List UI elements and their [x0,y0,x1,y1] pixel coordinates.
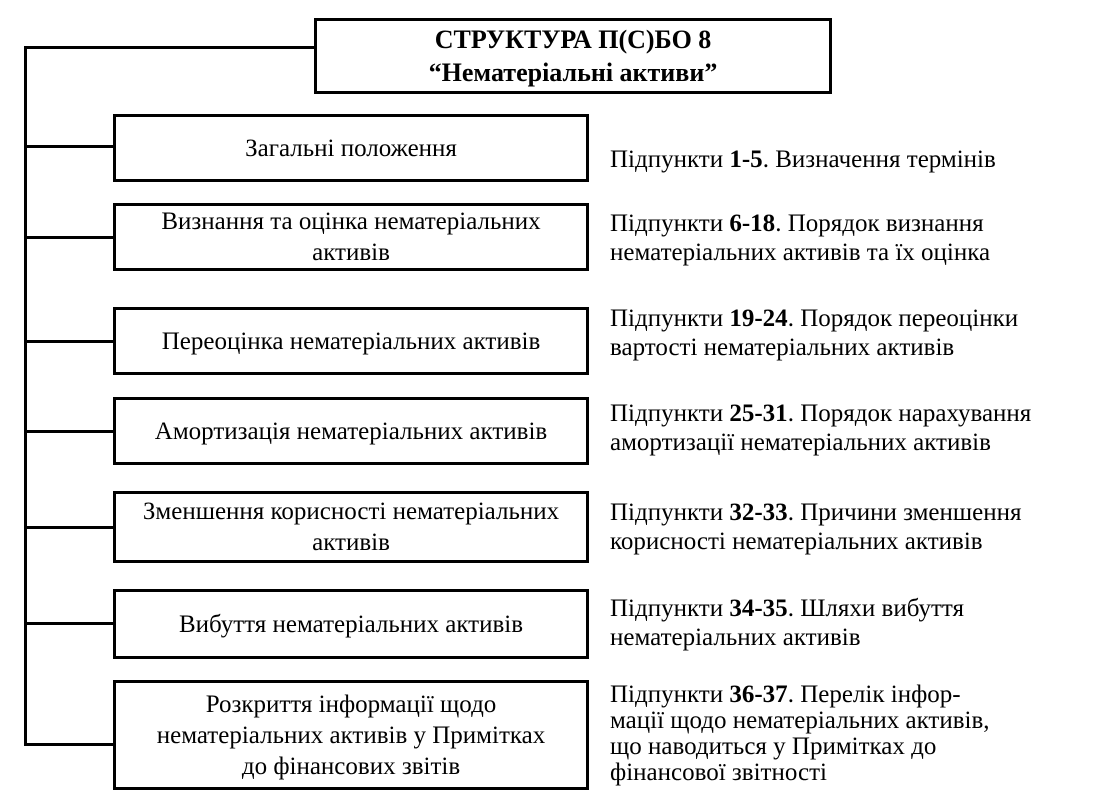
desc-rest: . Порядок переоцінки [787,305,1019,332]
box-line: Амортизація нематеріальних активів [154,417,548,445]
connector-5 [24,526,114,529]
desc-range: 1-5 [729,146,763,173]
description-amortization: Підпункти 25-31. Порядок нарахування амо… [610,399,1031,457]
description-recognition: Підпункти 6-18. Порядок визнання нематер… [610,209,990,267]
desc-line: корисності нематеріальних активів [610,528,983,555]
section-box-general: Загальні положення [113,114,589,182]
connector-1 [24,145,114,148]
section-box-recognition: Визнання та оцінка нематеріальних активі… [113,203,589,271]
desc-line: мації щодо нематеріальних активів, [610,707,990,734]
connector-2 [24,236,114,239]
desc-first-line: Підпункти 32-33. Причини зменшення [610,498,1022,527]
desc-range: 6-18 [729,210,776,237]
box-line: Переоцінка нематеріальних активів [161,327,541,355]
box-line: Розкриття інформації щодо [205,690,497,718]
description-impairment: Підпункти 32-33. Причини зменшення корис… [610,498,1022,556]
desc-rest: . Шляхи вибуття [787,595,964,622]
desc-line: що наводиться у Примітках до [610,733,937,760]
desc-first-line: Підпункти 19-24. Порядок переоцінки [610,304,1018,333]
desc-line: нематеріальних активів та їх оцінка [610,239,991,266]
desc-range: 32-33 [729,499,788,526]
title-connector [24,46,316,49]
title-box: СТРУКТУРА П(С)БО 8 “Нематеріальні активи… [314,18,832,94]
desc-prefix: Підпункти [610,681,730,708]
box-line: Визнання та оцінка нематеріальних [161,208,541,235]
desc-line: нематеріальних активів [610,624,861,651]
title-line-1: СТРУКТУРА П(С)БО 8 [434,25,712,54]
desc-line: вартості нематеріальних активів [610,334,955,361]
desc-range: 36-37 [729,681,788,708]
desc-rest: . Причини зменшення [787,499,1022,526]
desc-first-line: Підпункти 25-31. Порядок нарахування [610,399,1031,428]
box-line: Загальні положення [245,134,457,162]
desc-range: 25-31 [729,400,788,427]
title-line-2: “Нематеріальні активи” [428,58,718,87]
description-disposal: Підпункти 34-35. Шляхи вибуття нематеріа… [610,594,964,652]
desc-first-line: Підпункти 34-35. Шляхи вибуття [610,594,964,623]
desc-prefix: Підпункти [610,210,730,237]
desc-rest: . Порядок нарахування [787,400,1032,427]
desc-first-line: Підпункти 1-5. Визначення термінів [610,145,996,174]
desc-prefix: Підпункти [610,595,730,622]
desc-prefix: Підпункти [610,305,730,332]
desc-line: фінансової звітності [610,759,827,786]
section-box-impairment: Зменшення корисності нематеріальних акти… [113,491,589,563]
trunk-line [24,46,27,746]
connector-4 [24,430,114,433]
desc-rest: . Перелік інфор- [787,681,961,708]
section-box-amortization: Амортизація нематеріальних активів [113,397,589,465]
box-line: активів [312,239,390,266]
connector-6 [24,622,114,625]
box-line: Зменшення корисності нематеріальних [142,498,560,525]
box-line: нематеріальних активів у Примітках [156,721,546,749]
desc-prefix: Підпункти [610,499,730,526]
section-box-revaluation: Переоцінка нематеріальних активів [113,307,589,375]
desc-rest: . Визначення термінів [762,146,996,173]
desc-range: 34-35 [729,595,788,622]
desc-first-line: Підпункти 36-37. Перелік інфор- [610,682,990,708]
box-line: активів [312,529,390,556]
description-general: Підпункти 1-5. Визначення термінів [610,145,996,174]
desc-first-line: Підпункти 6-18. Порядок визнання [610,209,990,238]
section-box-disclosure: Розкриття інформації щодо нематеріальних… [113,680,589,790]
desc-prefix: Підпункти [610,400,730,427]
box-line: до фінансових звітів [241,752,461,780]
connector-7 [24,743,114,746]
desc-rest: . Порядок визнання [775,210,984,237]
desc-prefix: Підпункти [610,146,730,173]
connector-3 [24,340,114,343]
desc-line: амортизації нематеріальних активів [610,429,991,456]
desc-range: 19-24 [729,305,788,332]
description-disclosure: Підпункти 36-37. Перелік інфор- мації що… [610,682,990,786]
box-line: Вибуття нематеріальних активів [178,610,524,638]
section-box-disposal: Вибуття нематеріальних активів [113,589,589,659]
description-revaluation: Підпункти 19-24. Порядок переоцінки варт… [610,304,1018,362]
